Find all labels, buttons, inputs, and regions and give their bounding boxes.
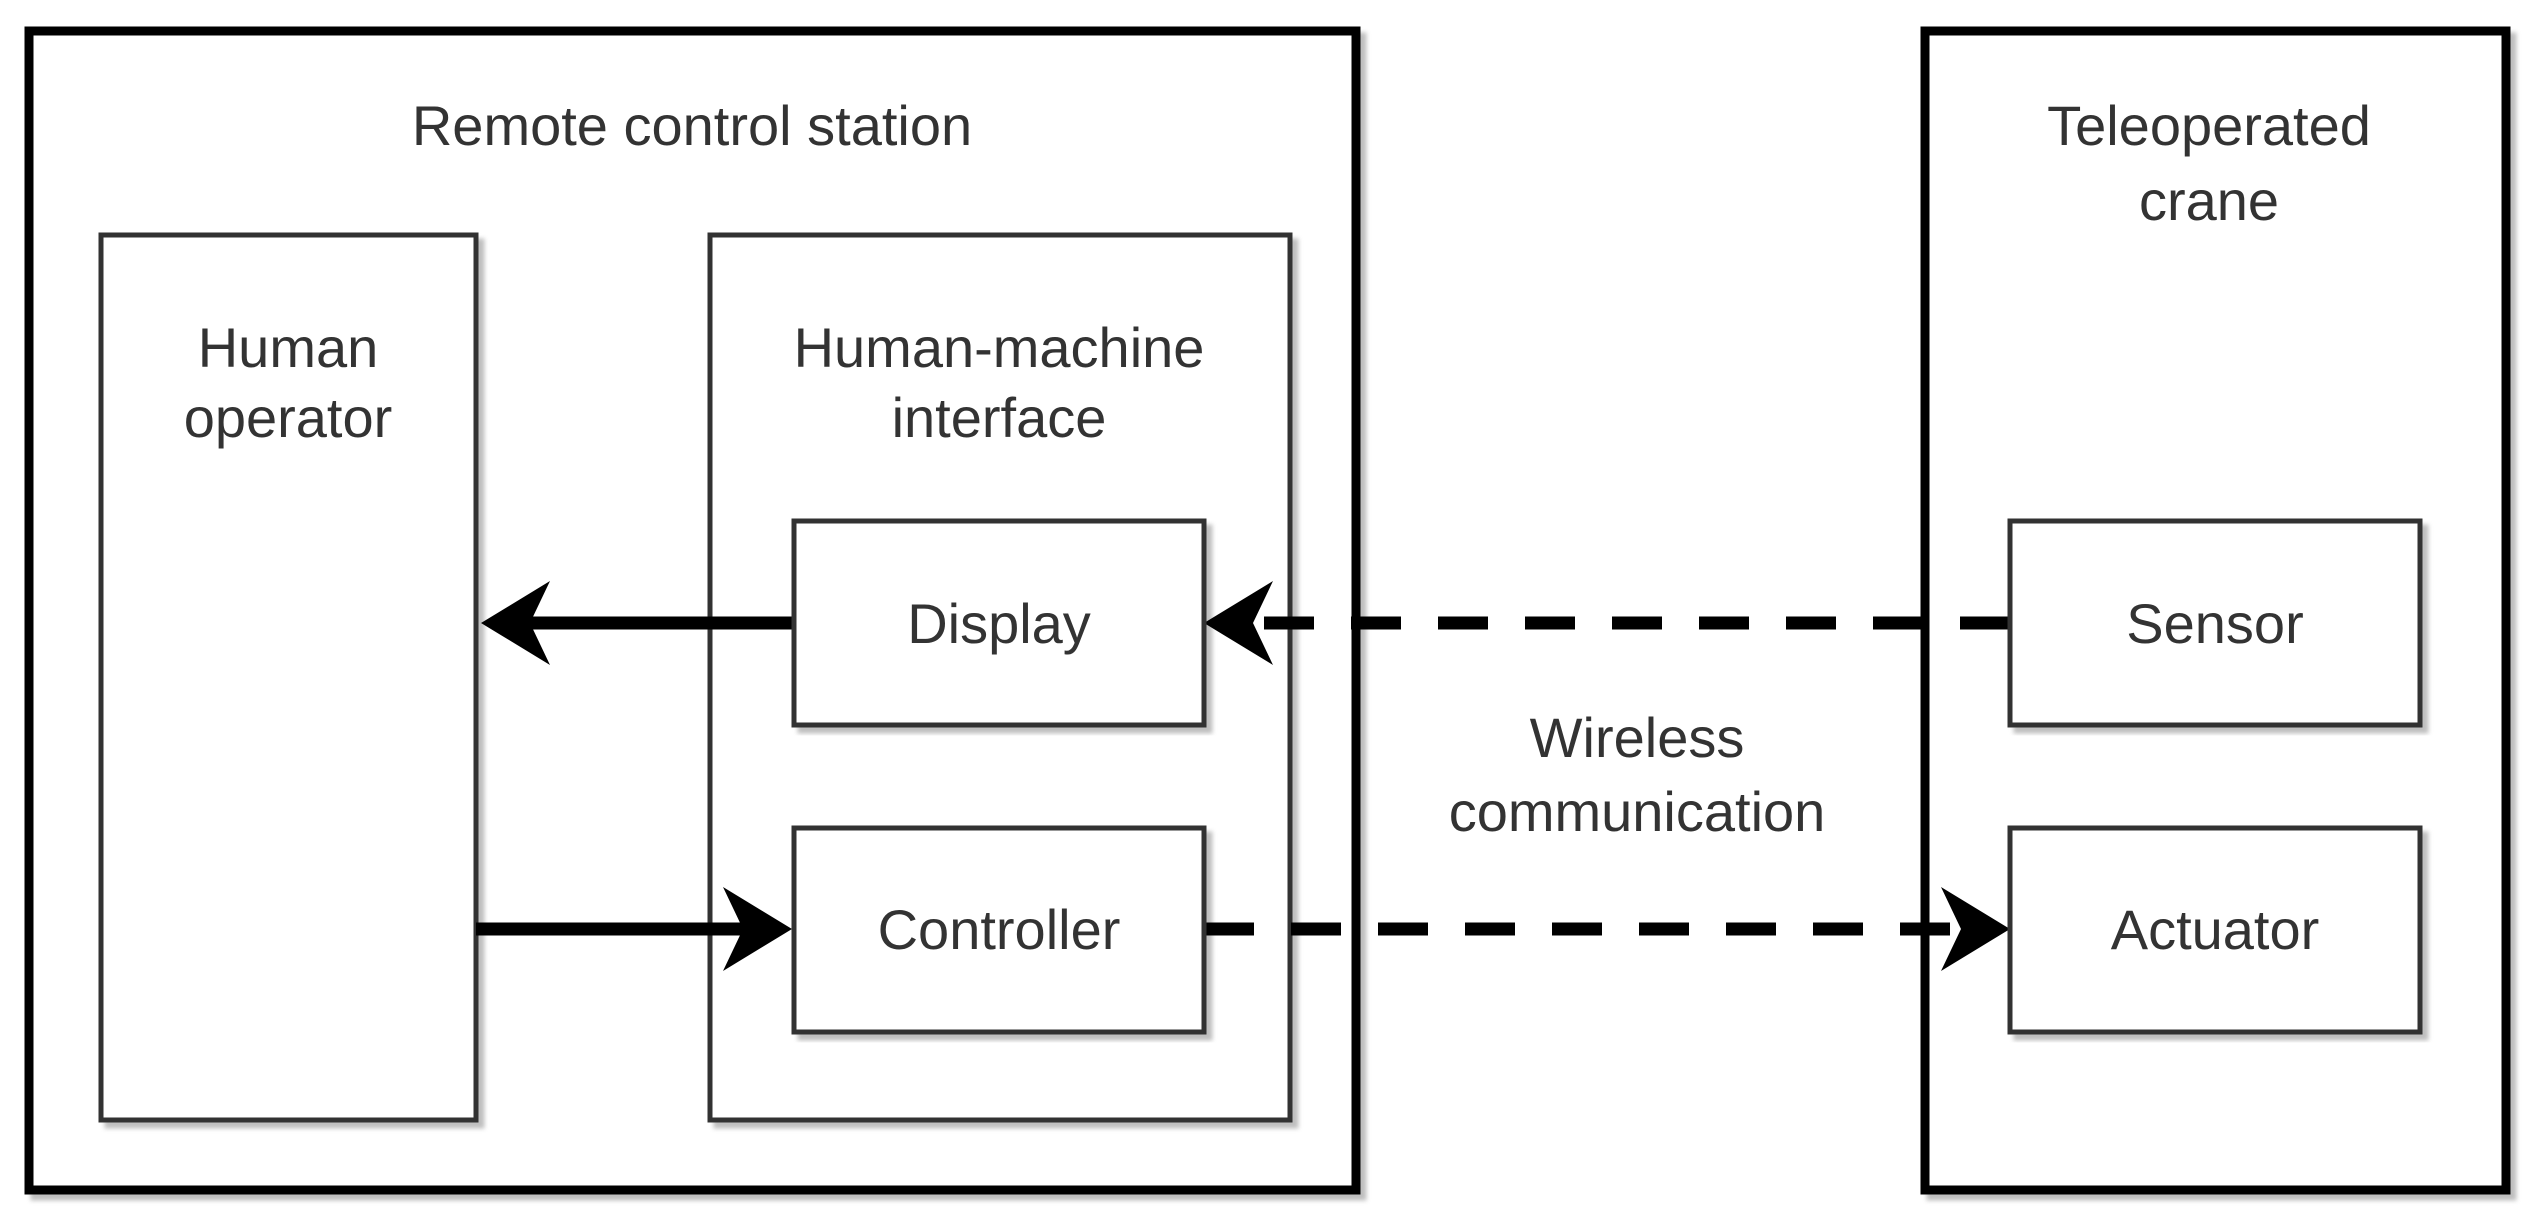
human-operator-label-line2: operator — [184, 386, 393, 449]
display-to-operator-arrowhead — [481, 581, 550, 665]
sensor-to-display-arrowhead — [1204, 581, 1273, 665]
human-operator-box — [98, 232, 479, 1123]
operator-to-controller-arrowhead — [723, 887, 792, 971]
actuator-box — [2007, 825, 2423, 1035]
controller-label: Controller — [878, 898, 1121, 961]
wireless-communication-label-line2: communication — [1449, 780, 1826, 843]
hmi-label-line1: Human-machine — [794, 316, 1205, 379]
hmi-label-line2: interface — [892, 386, 1107, 449]
teleoperated-crane-title-line2: crane — [2139, 169, 2279, 232]
sensor-box — [2007, 518, 2423, 728]
teleoperated-crane-title-line1: Teleoperated — [2047, 94, 2371, 157]
display-box — [791, 518, 1207, 728]
remote-control-station-title: Remote control station — [412, 94, 972, 157]
actuator-label: Actuator — [2111, 898, 2320, 961]
wireless-communication-label-line1: Wireless — [1530, 706, 1745, 769]
controller-to-actuator-arrowhead — [1941, 887, 2010, 971]
human-operator-label-line1: Human — [198, 316, 379, 379]
controller-box — [791, 825, 1207, 1035]
sensor-label: Sensor — [2126, 592, 2303, 655]
display-label: Display — [907, 592, 1091, 655]
